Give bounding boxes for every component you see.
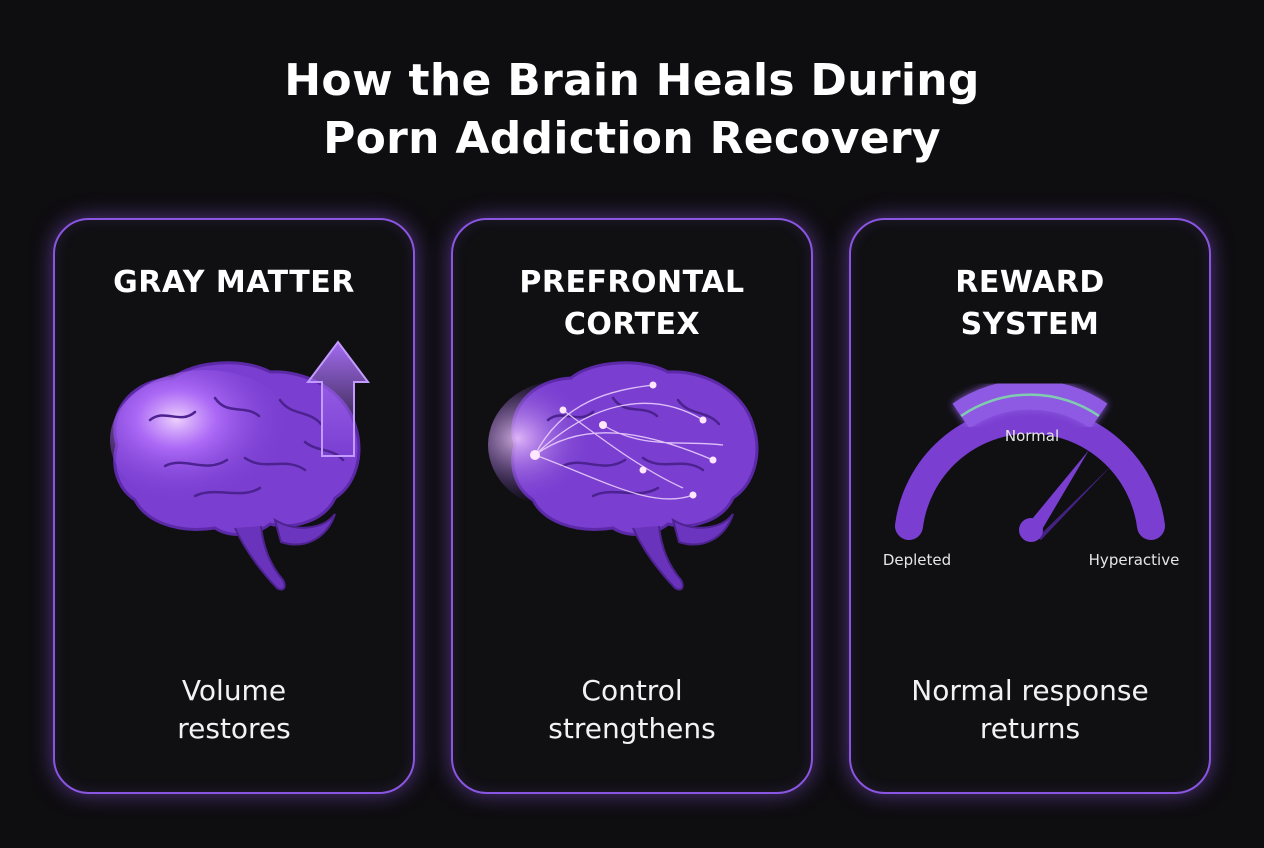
brain-network-icon: [488, 361, 759, 591]
gauge-hyperactive-label: Hyperactive: [1089, 551, 1180, 569]
gauge-depleted-label: Depleted: [883, 551, 951, 569]
reward-system-card: REWARD SYSTEM Normal Depleted Hyperactiv…: [849, 218, 1211, 794]
title-line-2: Porn Addiction Recovery: [323, 113, 941, 164]
card-title-line: GRAY MATTER: [113, 265, 355, 300]
up-arrow-icon: [306, 340, 370, 457]
gauge-icon: [895, 379, 1165, 540]
card-title: REWARD SYSTEM: [851, 262, 1209, 346]
page-title: How the Brain Heals During Porn Addictio…: [0, 52, 1264, 168]
card-description: Control strengthens: [453, 672, 811, 748]
card-title: GRAY MATTER: [55, 262, 413, 304]
brain-illustration: [488, 361, 759, 591]
gauge: Normal Depleted Hyperactive: [883, 379, 1180, 569]
card-desc-line: returns: [979, 712, 1081, 745]
brain-icon: [110, 361, 361, 591]
card-description: Normal response returns: [851, 672, 1209, 748]
card-desc-line: Normal response: [911, 674, 1149, 707]
card-title-line: REWARD: [955, 265, 1105, 300]
card-desc-line: Control: [581, 674, 683, 707]
needle-icon: [1019, 450, 1113, 542]
card-title-line: CORTEX: [563, 307, 701, 342]
card-title: PREFRONTAL CORTEX: [453, 262, 811, 346]
card-description: Volume restores: [55, 672, 413, 748]
card-title-line: PREFRONTAL: [519, 265, 745, 300]
gray-matter-card: GRAY MATTER Volume restores: [53, 218, 415, 794]
gauge-normal-label: Normal: [1005, 427, 1059, 445]
card-desc-line: Volume: [181, 674, 287, 707]
card-title-line: SYSTEM: [960, 307, 1100, 342]
prefrontal-cortex-card: PREFRONTAL CORTEX Control: [451, 218, 813, 794]
title-line-1: How the Brain Heals During: [284, 55, 980, 106]
card-desc-line: strengthens: [548, 712, 716, 745]
brain-illustration: [110, 340, 370, 591]
card-desc-line: restores: [177, 712, 291, 745]
